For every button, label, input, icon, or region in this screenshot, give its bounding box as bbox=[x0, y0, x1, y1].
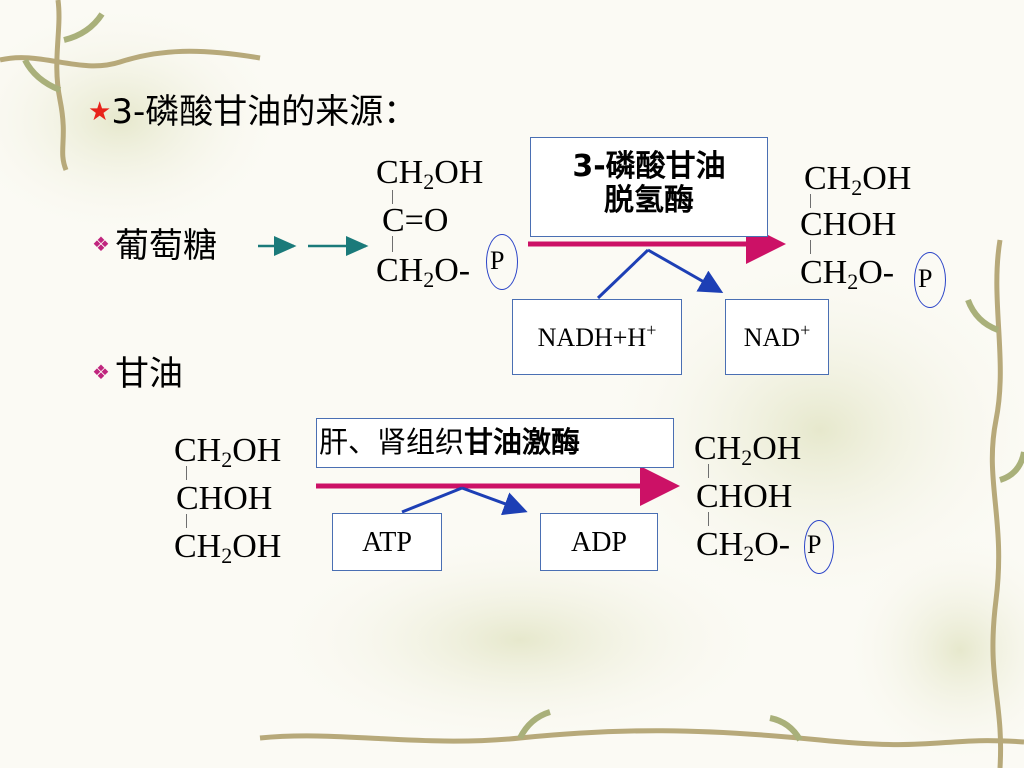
reaction1-branch-out bbox=[647, 248, 724, 293]
product2-line1: CH2OH bbox=[694, 430, 802, 470]
bullet-glucose: ❖ 葡萄糖 bbox=[92, 218, 217, 267]
phosphate-circle bbox=[486, 234, 518, 290]
cofactor-nadh-box: NADH+H+ bbox=[512, 299, 682, 375]
reactant1-line3: CH2O- bbox=[376, 252, 471, 292]
phosphate-label: P bbox=[490, 246, 505, 275]
cofactor-nad-box: NAD+ bbox=[725, 299, 829, 375]
bond bbox=[186, 466, 187, 480]
product1-line2: CHOH bbox=[800, 206, 897, 243]
reactant2-line2: CHOH bbox=[176, 480, 273, 517]
product1-line1: CH2OH bbox=[804, 160, 912, 200]
star-icon: ★ bbox=[88, 97, 112, 127]
bond bbox=[392, 236, 393, 252]
product1-line3: CH2O- bbox=[800, 254, 895, 294]
reactant2-line3: CH2OH bbox=[174, 528, 282, 568]
bond bbox=[186, 514, 187, 528]
reactant1-line2: C=O bbox=[382, 202, 449, 239]
diamond-bullet-icon: ❖ bbox=[92, 360, 110, 384]
reaction1-branch-in bbox=[596, 248, 650, 300]
bullet-label-glucose: 葡萄糖 bbox=[115, 226, 218, 266]
slide-title: ★3-磷酸甘油的来源： bbox=[88, 84, 417, 133]
cofactor-adp-box: ADP bbox=[540, 513, 658, 571]
bond bbox=[708, 512, 709, 526]
enzyme-name-kinase: 甘油激酶 bbox=[464, 425, 581, 459]
diamond-bullet-icon: ❖ bbox=[92, 232, 110, 256]
bond bbox=[708, 464, 709, 478]
reaction2-branch-in bbox=[401, 486, 463, 514]
cofactor-atp-box: ATP bbox=[332, 513, 442, 571]
phosphate-label: P bbox=[918, 264, 933, 293]
bullet-label-glycerol: 甘油 bbox=[115, 354, 184, 394]
product2-line2: CHOH bbox=[696, 478, 793, 515]
bond bbox=[810, 194, 811, 208]
reactant2-line1: CH2OH bbox=[174, 432, 282, 472]
enzyme-tissue-label: 肝、肾组织 bbox=[319, 425, 465, 459]
enzyme-box-kinase: 肝、肾组织甘油激酶 bbox=[316, 418, 674, 468]
reaction2-branch-out bbox=[461, 486, 528, 516]
phosphate-circle bbox=[914, 252, 946, 308]
title-text: 3-磷酸甘油的来源： bbox=[111, 92, 418, 132]
enzyme-box-dehydrogenase: 3-磷酸甘油 脱氢酶 bbox=[530, 137, 768, 237]
enzyme-name-line1: 3-磷酸甘油 bbox=[572, 149, 726, 184]
enzyme-name-line2: 脱氢酶 bbox=[604, 183, 694, 218]
phosphate-label: P bbox=[807, 530, 822, 559]
bullet-glycerol: ❖ 甘油 bbox=[92, 346, 183, 395]
bond bbox=[392, 190, 393, 204]
phosphate-circle bbox=[804, 520, 834, 574]
reactant1-line1: CH2OH bbox=[376, 154, 484, 194]
product2-line3: CH2O- bbox=[696, 526, 791, 566]
bond bbox=[810, 240, 811, 254]
